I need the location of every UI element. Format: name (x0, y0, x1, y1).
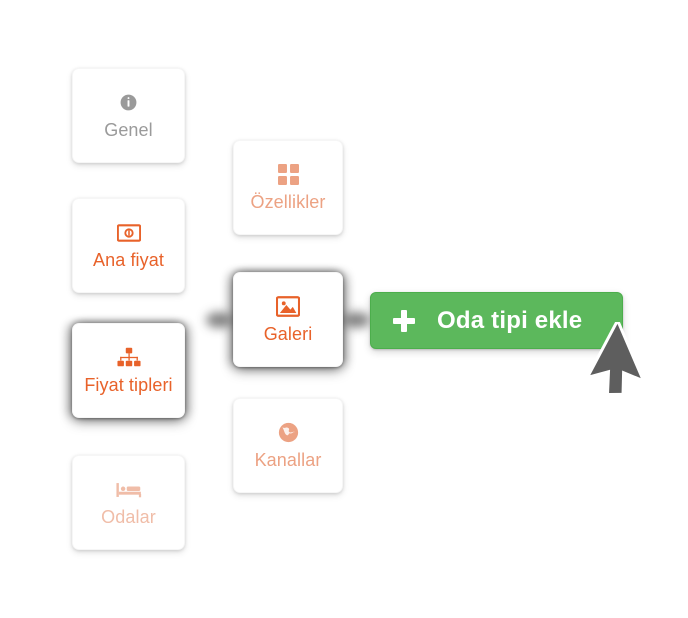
info-circle-icon (119, 91, 138, 115)
nav-card-fiyat-tipleri[interactable]: Fiyat tipleri (72, 323, 185, 418)
nav-card-galeri[interactable]: Galeri (233, 272, 343, 367)
globe-icon (278, 421, 299, 445)
nav-card-label: Kanallar (254, 449, 322, 470)
nav-card-ozellikler[interactable]: Özellikler (233, 140, 343, 235)
nav-card-genel[interactable]: Genel (72, 68, 185, 163)
add-room-type-button[interactable]: Oda tipi ekle (370, 292, 623, 349)
sitemap-icon (116, 346, 141, 370)
money-bill-icon (116, 221, 141, 245)
grid-squares-icon (277, 163, 299, 187)
nav-card-label: Fiyat tipleri (84, 374, 173, 395)
nav-card-kanallar[interactable]: Kanallar (233, 398, 343, 493)
nav-card-label: Odalar (101, 506, 156, 527)
bed-icon (115, 478, 142, 502)
connector-smudge-right (344, 312, 370, 328)
image-icon (276, 295, 300, 319)
connector-smudge-left (206, 312, 232, 328)
nav-card-label: Ana fiyat (93, 249, 164, 270)
plus-icon (393, 309, 415, 332)
nav-card-label: Özellikler (250, 191, 326, 212)
nav-card-ana-fiyat[interactable]: Ana fiyat (72, 198, 185, 293)
nav-card-odalar[interactable]: Odalar (72, 455, 185, 550)
add-room-type-label: Oda tipi ekle (437, 306, 583, 334)
nav-card-label: Genel (104, 119, 153, 140)
nav-card-label: Galeri (263, 323, 313, 344)
